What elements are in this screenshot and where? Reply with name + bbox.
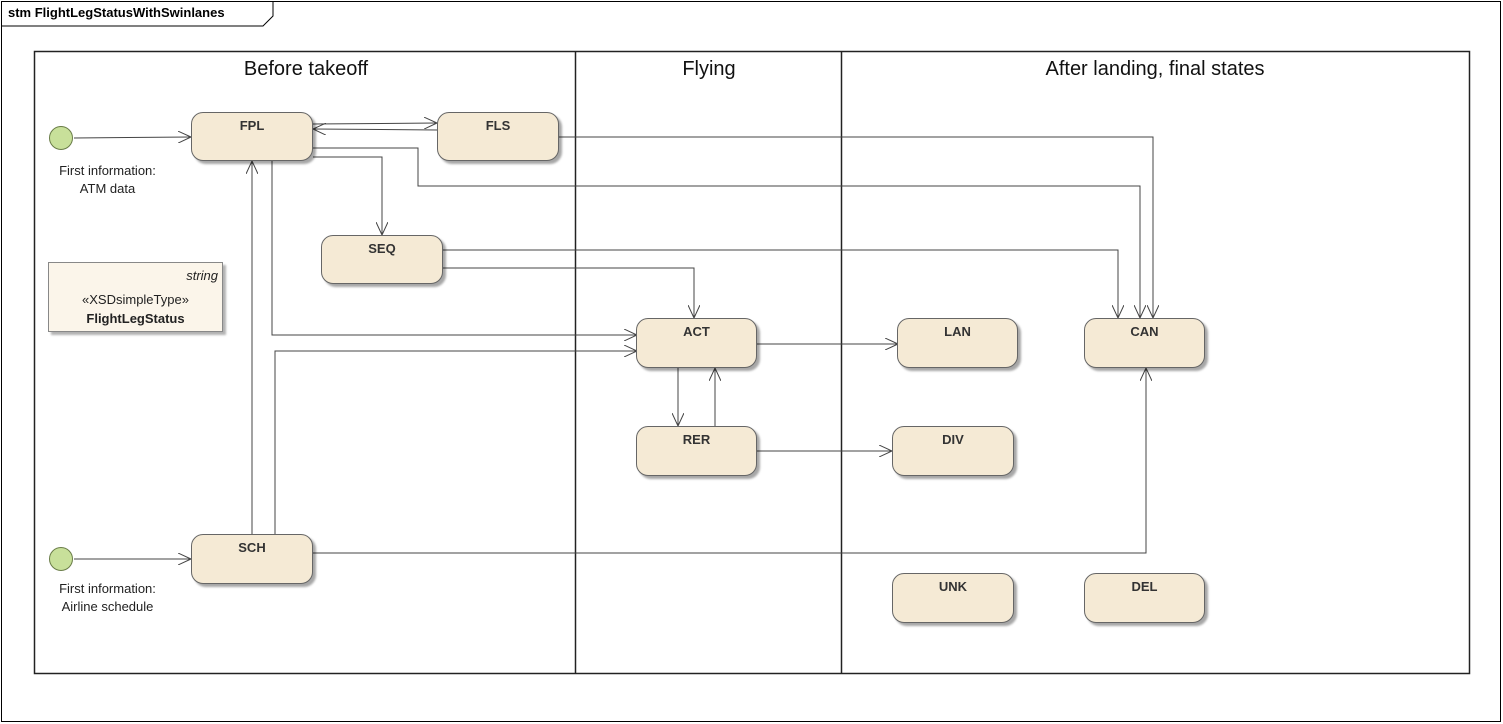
initial-caption-schedule-line2: Airline schedule	[61, 599, 154, 614]
state-rer[interactable]: RER	[636, 426, 757, 476]
initial-caption-schedule-line1: First information:	[59, 581, 156, 596]
state-div[interactable]: DIV	[892, 426, 1014, 476]
datatype-stereotype: «XSDsimpleType»	[82, 292, 189, 307]
initial-caption-atm-line1: First information:	[59, 163, 156, 178]
frame-title: stm FlightLegStatusWithSwinlanes	[8, 5, 225, 20]
initial-caption-schedule: First information: Airline schedule	[45, 580, 170, 616]
transition-fpl-to-fls[interactable]	[312, 123, 437, 124]
datatype-flightlegstatus[interactable]: string «XSDsimpleType» FlightLegStatus	[48, 262, 223, 332]
initial-caption-atm-line2: ATM data	[79, 181, 136, 196]
transition-fpl-to-can[interactable]	[313, 147, 1140, 318]
swimlane-container	[33, 50, 1471, 675]
initial-caption-atm: First information: ATM data	[45, 162, 170, 198]
state-fpl[interactable]: FPL	[191, 112, 313, 161]
initial-state-schedule[interactable]	[49, 547, 73, 571]
state-unk[interactable]: UNK	[892, 573, 1014, 623]
datatype-name: FlightLegStatus	[86, 311, 185, 326]
state-fls[interactable]: FLS	[437, 112, 559, 161]
transition-seq-to-can[interactable]	[443, 249, 1118, 318]
transition-fls-to-can[interactable]	[559, 136, 1153, 318]
transition-fls-to-fpl[interactable]	[313, 129, 438, 130]
state-can[interactable]: CAN	[1084, 318, 1205, 368]
datatype-tag: string	[186, 268, 218, 283]
state-act[interactable]: ACT	[636, 318, 757, 368]
state-seq[interactable]: SEQ	[321, 235, 443, 284]
state-del[interactable]: DEL	[1084, 573, 1205, 623]
state-lan[interactable]: LAN	[897, 318, 1018, 368]
state-sch[interactable]: SCH	[191, 534, 313, 584]
transition-sch-to-act[interactable]	[274, 351, 637, 534]
lane-title-after-landing: After landing, final states	[1045, 58, 1265, 80]
transition-initial-atm-to-fpl[interactable]	[73, 137, 191, 138]
frame-tab-outline	[1, 1, 274, 27]
lane-title-before-takeoff: Before takeoff	[243, 58, 369, 80]
lane-title-flying: Flying	[682, 58, 736, 80]
transition-seq-to-act[interactable]	[443, 267, 694, 318]
transition-fpl-to-seq[interactable]	[313, 156, 382, 235]
transition-sch-to-can[interactable]	[313, 368, 1146, 554]
initial-state-atm[interactable]	[49, 126, 73, 150]
transition-fpl-to-act[interactable]	[271, 161, 637, 335]
